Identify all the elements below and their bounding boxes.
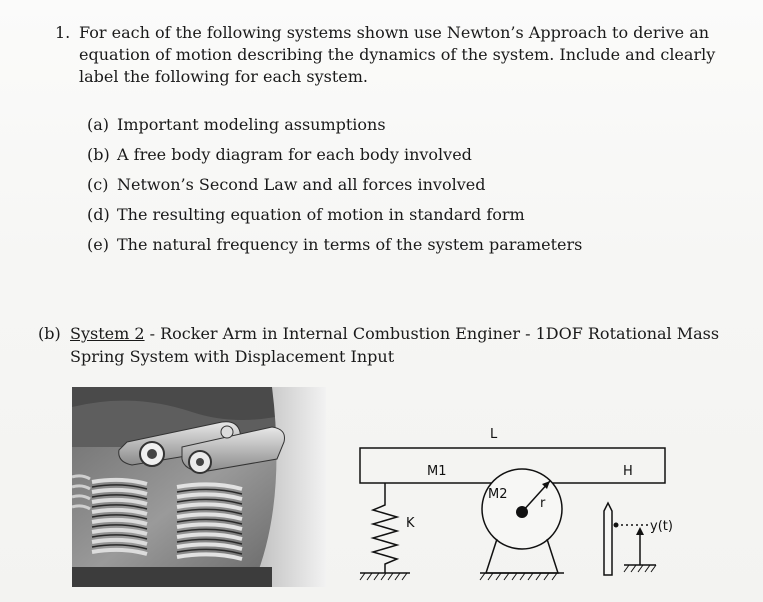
requirement-item: (b) A free body diagram for each body inv…	[87, 140, 582, 170]
question-number: 1.	[55, 23, 71, 42]
requirement-item: (d) The resulting equation of motion in s…	[87, 200, 582, 230]
requirement-item: (e) The natural frequency in terms of the…	[87, 230, 582, 260]
requirement-text: Netwon’s Second Law and all forces invol…	[117, 175, 486, 194]
system-diagram: L M1 H M2 r	[340, 415, 690, 597]
section-label: (b)	[38, 324, 61, 343]
requirement-item: (c) Netwon’s Second Law and all forces in…	[87, 170, 582, 200]
spring-k	[370, 483, 400, 573]
label-r: r	[540, 496, 546, 511]
label-y: y(t)	[650, 519, 673, 534]
requirement-item: (a) Important modeling assumptions	[87, 110, 582, 140]
system-name: System 2	[70, 324, 145, 343]
input-arrowhead	[636, 527, 644, 535]
label-M1: M1	[427, 464, 447, 479]
section-title-line2: Spring System with Displacement Input	[70, 347, 395, 366]
requirements-list: (a) Important modeling assumptions (b) A f…	[87, 110, 582, 260]
label-K: K	[406, 516, 415, 531]
label-H: H	[623, 464, 633, 479]
pushrod	[603, 501, 613, 576]
requirement-text: The natural frequency in terms of the sy…	[117, 235, 583, 254]
rocker-arm-photo	[72, 387, 326, 587]
requirement-letter: (c)	[87, 175, 109, 194]
requirement-letter: (d)	[87, 205, 110, 224]
requirement-text: Important modeling assumptions	[117, 115, 386, 134]
radius-arrowhead	[542, 481, 550, 489]
requirement-letter: (a)	[87, 115, 110, 134]
section-heading: (b) System 2 - Rocker Arm in Internal Com…	[38, 322, 719, 368]
requirement-text: A free body diagram for each body involv…	[117, 145, 472, 164]
section-title: - Rocker Arm in Internal Combustion Engi…	[144, 324, 720, 343]
question-text: For each of the following systems shown …	[79, 23, 716, 86]
requirement-text: The resulting equation of motion in stan…	[117, 205, 525, 224]
label-M2: M2	[488, 487, 508, 502]
requirement-letter: (b)	[87, 145, 110, 164]
label-L: L	[490, 427, 498, 442]
section-title-line1: (b) System 2 - Rocker Arm in Internal Com…	[38, 322, 719, 345]
requirement-letter: (e)	[87, 235, 109, 254]
question-block: 1. For each of the following systems sho…	[55, 22, 755, 88]
